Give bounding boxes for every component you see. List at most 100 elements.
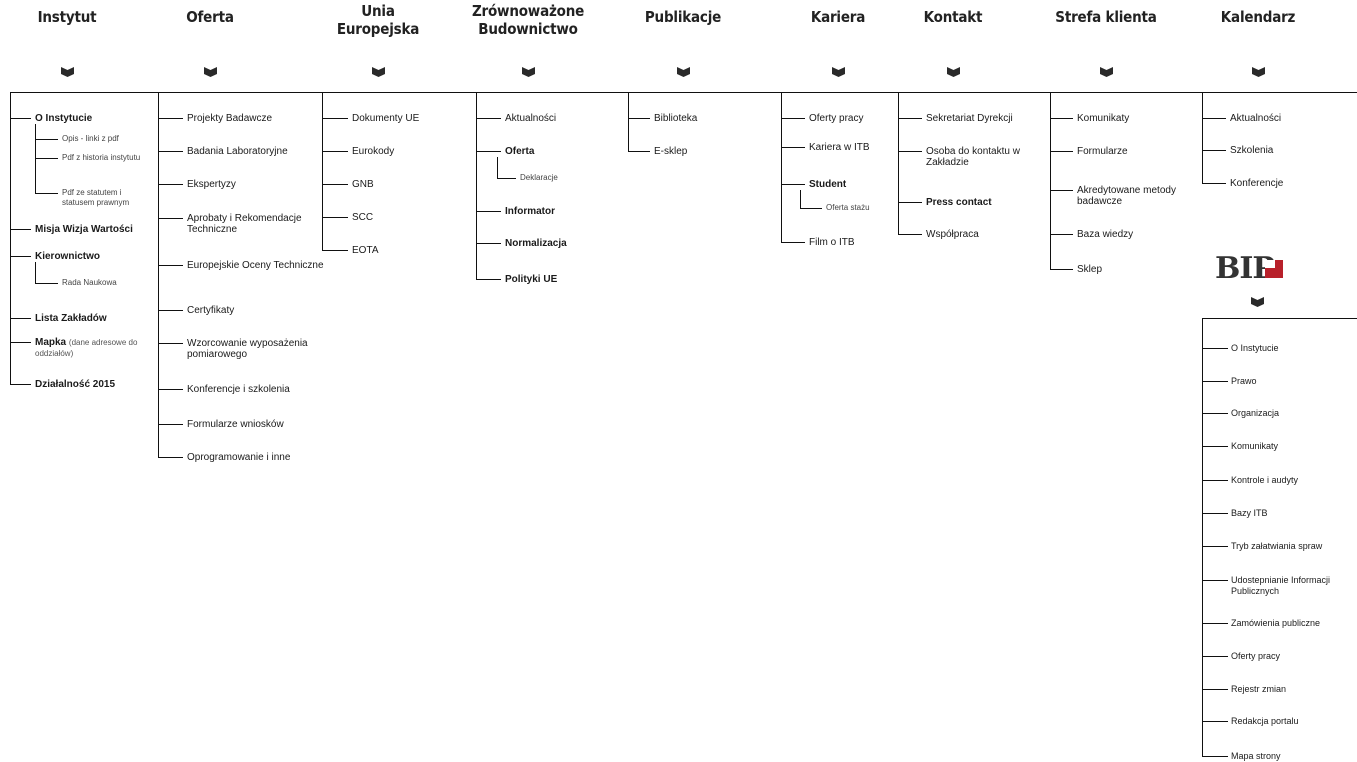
menu-item-gnb[interactable]: GNB	[352, 179, 374, 190]
tree-branch	[1202, 756, 1228, 757]
tree-branch	[781, 147, 805, 148]
menu-item-aktualności[interactable]: Aktualności	[1230, 113, 1282, 124]
tree-branch	[158, 389, 183, 390]
tree-branch	[898, 118, 922, 119]
menu-item-informator[interactable]: Informator	[505, 206, 555, 217]
menu-item-europejskie-oceny-techniczne[interactable]: Europejskie Oceny Techniczne	[187, 260, 324, 271]
menu-item-konferencje-i-szkolenia[interactable]: Konferencje i szkolenia	[187, 384, 290, 395]
menu-item-tryb-załatwiania-spraw[interactable]: Tryb załatwiania spraw	[1231, 541, 1323, 551]
menu-item-baza-wiedzy[interactable]: Baza wiedzy	[1077, 229, 1134, 240]
menu-item-pdf-ze-statutem-i-statusem-prawnym[interactable]: Pdf ze statutem i statusem prawnym	[62, 188, 130, 207]
menu-item-kariera-w-itb[interactable]: Kariera w ITB	[809, 142, 870, 153]
menu-item-współpraca[interactable]: Współpraca	[926, 229, 979, 240]
menu-item-normalizacja[interactable]: Normalizacja	[505, 238, 567, 249]
tree-branch	[35, 193, 58, 194]
menu-item-oferta[interactable]: Oferta	[505, 146, 535, 157]
menu-item-oferty-pracy[interactable]: Oferty pracy	[809, 113, 864, 124]
menu-item-o-instytucie[interactable]: O Instytucie	[35, 113, 93, 124]
menu-item-scc[interactable]: SCC	[352, 212, 374, 223]
menu-item-badania-laboratoryjne[interactable]: Badania Laboratoryjne	[187, 146, 288, 157]
tree-branch	[1202, 413, 1228, 414]
chevron-down-icon	[1100, 66, 1113, 77]
tree-branch	[158, 151, 183, 152]
nav-header-kontakt[interactable]: Kontakt	[923, 8, 983, 26]
menu-item-dokumenty-ue[interactable]: Dokumenty UE	[352, 113, 420, 124]
menu-item-rejestr-zmian[interactable]: Rejestr zmian	[1231, 684, 1287, 694]
menu-item-certyfikaty[interactable]: Certyfikaty	[187, 305, 235, 316]
menu-item-o-instytucie[interactable]: O Instytucie	[1231, 343, 1279, 353]
menu-item-bazy-itb[interactable]: Bazy ITB	[1231, 508, 1268, 518]
tree-branch	[10, 256, 31, 257]
tree-branch	[1202, 318, 1357, 319]
menu-item-rada-naukowa[interactable]: Rada Naukowa	[62, 278, 117, 287]
nav-header-kariera[interactable]: Kariera	[810, 8, 866, 26]
chevron-down-icon	[947, 66, 960, 77]
menu-item-misja-wizja-wartości[interactable]: Misja Wizja Wartości	[35, 224, 133, 235]
menu-item-oferty-pracy[interactable]: Oferty pracy	[1231, 651, 1281, 661]
menu-item-sekretariat-dyrekcji[interactable]: Sekretariat Dyrekcji	[926, 113, 1013, 124]
menu-item-konferencje[interactable]: Konferencje	[1230, 178, 1284, 189]
chevron-down-icon	[204, 66, 217, 77]
menu-item-działalność-2015[interactable]: Działalność 2015	[35, 379, 116, 390]
menu-item-akredytowane-metody-badawcze[interactable]: Akredytowane metody badawcze	[1077, 185, 1176, 207]
menu-item-deklaracje[interactable]: Deklaracje	[520, 173, 558, 182]
menu-item-aprobaty-i-rekomendacje-techniczne[interactable]: Aprobaty i Rekomendacje Techniczne	[187, 213, 302, 235]
tree-branch	[1202, 656, 1228, 657]
menu-item-kontrole-i-audyty[interactable]: Kontrole i audyty	[1231, 475, 1299, 485]
menu-item-polityki-ue[interactable]: Polityki UE	[505, 274, 558, 285]
menu-item-szkolenia[interactable]: Szkolenia	[1230, 145, 1274, 156]
menu-item-formularze[interactable]: Formularze	[1077, 146, 1128, 157]
nav-header-strefa-klienta[interactable]: Strefa klienta	[1055, 8, 1157, 26]
menu-item-e-sklep[interactable]: E-sklep	[654, 146, 688, 157]
chevron-down-icon	[677, 66, 690, 77]
menu-item-ekspertyzy[interactable]: Ekspertyzy	[187, 179, 236, 190]
menu-item-eota[interactable]: EOTA	[352, 245, 379, 256]
menu-item-press-contact[interactable]: Press contact	[926, 197, 992, 208]
menu-item-eurokody[interactable]: Eurokody	[352, 146, 395, 157]
tree-branch	[1202, 546, 1228, 547]
tree-branch	[898, 151, 922, 152]
tree-branch	[10, 318, 31, 319]
menu-item-sklep[interactable]: Sklep	[1077, 264, 1103, 275]
tree-branch	[10, 384, 31, 385]
menu-item-projekty-badawcze[interactable]: Projekty Badawcze	[187, 113, 273, 124]
menu-item-pdf-z-historia-instytutu[interactable]: Pdf z historia instytutu	[62, 153, 141, 162]
tree-connector	[800, 190, 801, 209]
menu-item-prawo[interactable]: Prawo	[1231, 376, 1257, 386]
tree-branch	[1202, 689, 1228, 690]
menu-item-komunikaty[interactable]: Komunikaty	[1077, 113, 1130, 124]
tree-connector	[158, 92, 159, 458]
nav-header-publikacje[interactable]: Publikacje	[644, 8, 722, 26]
chevron-down-icon	[372, 66, 385, 77]
tree-connector	[10, 92, 11, 385]
menu-item-lista-zakładów[interactable]: Lista Zakładów	[35, 313, 107, 324]
tree-branch	[1202, 348, 1228, 349]
tree-branch	[628, 151, 650, 152]
menu-item-osoba-do-kontaktu-w-zakładzie[interactable]: Osoba do kontaktu w Zakładzie	[926, 146, 1020, 168]
menu-item-mapka[interactable]: Mapka (dane adresowe do oddziałów)	[35, 337, 138, 358]
menu-item-oprogramowanie-i-inne[interactable]: Oprogramowanie i inne	[187, 452, 291, 463]
nav-header-oferta[interactable]: Oferta	[186, 8, 234, 26]
tree-branch	[1202, 513, 1228, 514]
nav-header-kalendarz[interactable]: Kalendarz	[1220, 8, 1296, 26]
menu-item-komunikaty[interactable]: Komunikaty	[1231, 441, 1279, 451]
menu-item-formularze-wniosków[interactable]: Formularze wniosków	[187, 419, 284, 430]
menu-item-redakcja-portalu[interactable]: Redakcja portalu	[1231, 716, 1299, 726]
menu-item-aktualności[interactable]: Aktualności	[505, 113, 557, 124]
menu-item-organizacja[interactable]: Organizacja	[1231, 408, 1280, 418]
menu-item-wzorcowanie-wyposażenia-pomiarowego[interactable]: Wzorcowanie wyposażenia pomiarowego	[187, 338, 308, 360]
menu-item-biblioteka[interactable]: Biblioteka	[654, 113, 698, 124]
bip-logo[interactable]: BIP	[1215, 248, 1285, 288]
menu-item-student[interactable]: Student	[809, 179, 847, 190]
menu-item-opis-linki-z-pdf[interactable]: Opis - linki z pdf	[62, 134, 119, 143]
menu-item-zamówienia-publiczne[interactable]: Zamówienia publiczne	[1231, 618, 1321, 628]
nav-header-instytut[interactable]: Instytut	[37, 8, 97, 26]
menu-item-kierownictwo[interactable]: Kierownictwo	[35, 251, 101, 262]
menu-item-oferta-stażu[interactable]: Oferta stażu	[826, 203, 870, 212]
menu-item-film-o-itb[interactable]: Film o ITB	[809, 237, 855, 248]
tree-connector	[628, 92, 629, 152]
menu-item-mapa-strony[interactable]: Mapa strony	[1231, 751, 1281, 761]
menu-item-udostepnianie-informacji-publicznych[interactable]: Udostepnianie Informacji Publicznych	[1231, 575, 1331, 596]
